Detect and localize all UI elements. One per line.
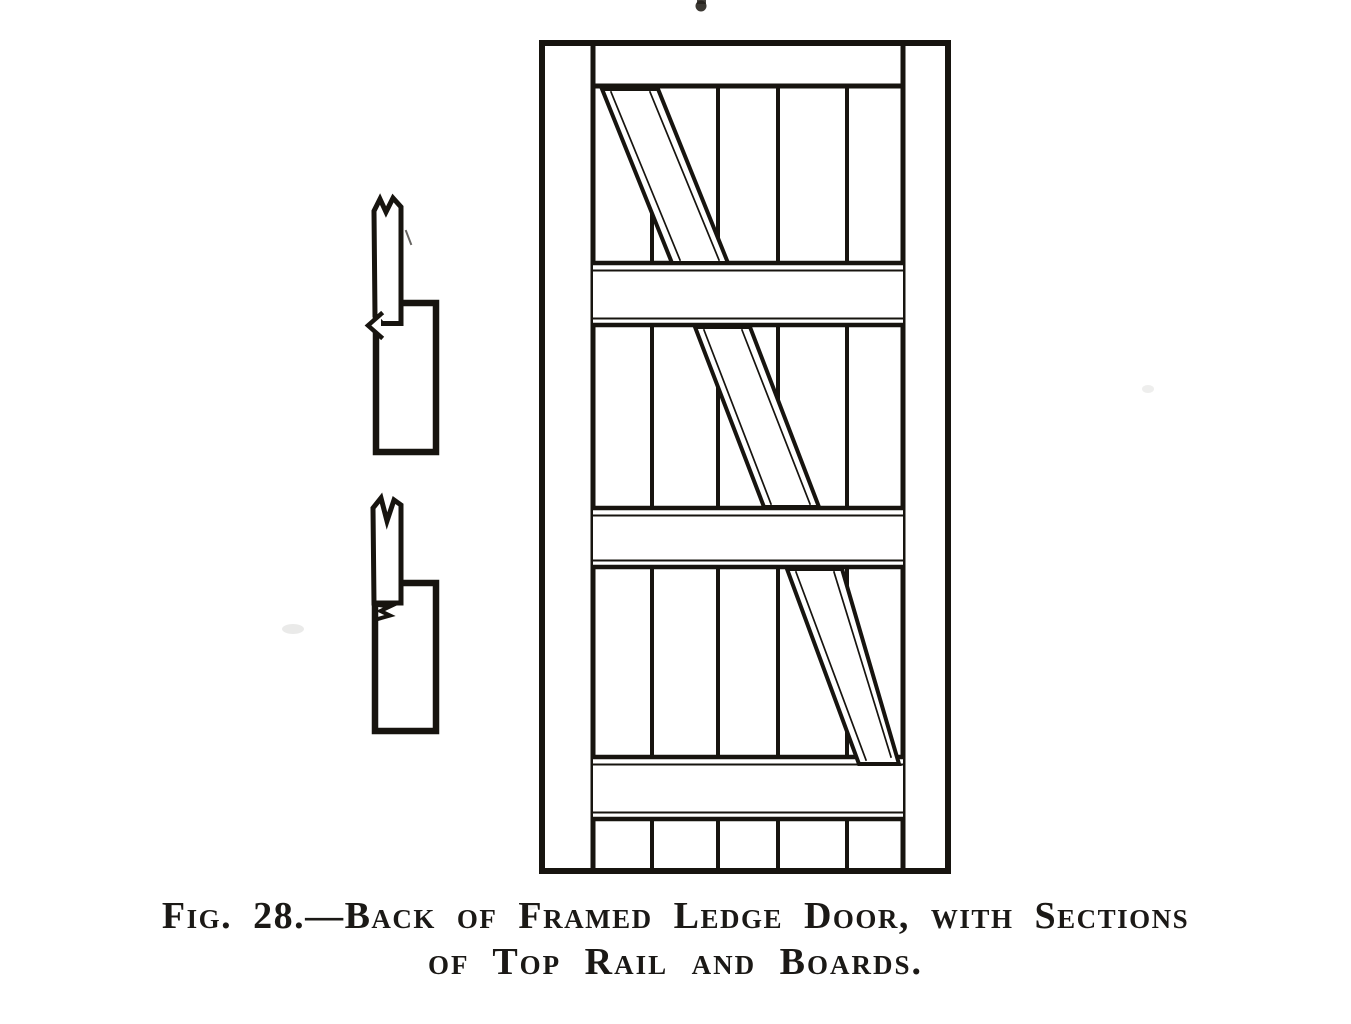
board-section-board-strip bbox=[370, 492, 404, 606]
brace-3 bbox=[784, 567, 902, 766]
print-stray-mark bbox=[404, 229, 413, 246]
board-section-drawing bbox=[370, 492, 440, 735]
brace-1 bbox=[599, 87, 731, 265]
board-section-joint-bead bbox=[372, 602, 397, 622]
board-joints-panel-4 bbox=[650, 819, 849, 870]
brace-2 bbox=[692, 325, 822, 509]
rail-section-joint-notch bbox=[364, 310, 385, 341]
ledge-2 bbox=[590, 505, 906, 570]
rail-section-drawing bbox=[364, 193, 440, 456]
caption-line-1: Fig. 28.—Back of Framed Ledge Door, with… bbox=[161, 895, 1190, 937]
figure-caption: Fig. 28.—Back of Framed Ledge Door, with… bbox=[0, 893, 1351, 985]
rail-section-board-strip bbox=[371, 193, 404, 326]
scan-smudge bbox=[522, 904, 536, 910]
caption-line-2: of Top Rail and Boards. bbox=[428, 941, 923, 983]
print-artifacts bbox=[282, 0, 1154, 910]
ledge-1 bbox=[590, 260, 906, 328]
door-drawing bbox=[539, 40, 951, 874]
scan-smudge bbox=[1142, 385, 1154, 393]
scan-smudge bbox=[282, 624, 304, 634]
ledge-3 bbox=[590, 754, 906, 822]
rail-section-block bbox=[372, 299, 440, 456]
ink-blotch bbox=[697, 0, 706, 4]
